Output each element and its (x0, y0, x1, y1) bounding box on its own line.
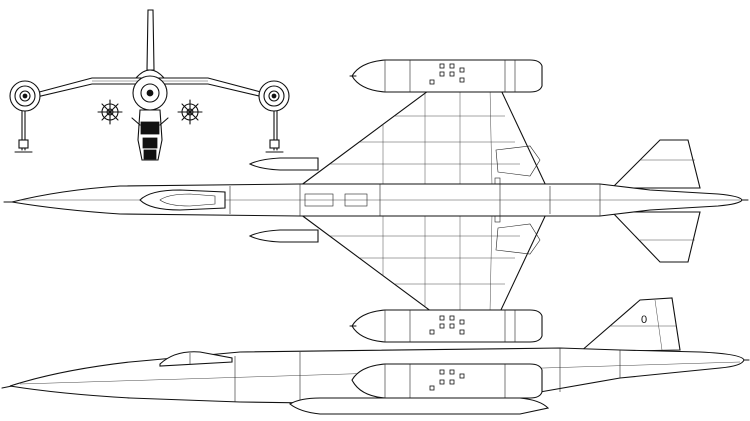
front-left-store (97, 99, 123, 125)
side-ventral-missile (289, 397, 550, 415)
plan-lower-missile (248, 229, 319, 243)
plan-canopy (139, 189, 226, 211)
front-view (9, 9, 290, 161)
plan-view (3, 59, 749, 343)
front-right-engine (258, 80, 290, 153)
side-view: 0 (1, 297, 750, 415)
fin-marking: 0 (641, 314, 647, 326)
side-fin (578, 297, 681, 353)
side-nacelle (351, 363, 543, 399)
front-right-store (177, 99, 203, 125)
front-fin (146, 9, 155, 71)
plan-lower-nacelle (349, 309, 543, 343)
plan-upper-wing (298, 87, 549, 191)
plan-upper-missile (248, 157, 319, 171)
side-canopy (159, 351, 233, 367)
plan-upper-tailplane (610, 139, 701, 189)
plan-lower-tailplane (610, 211, 701, 263)
front-left-engine (9, 80, 41, 153)
plan-upper-nacelle (349, 59, 543, 93)
plan-lower-wing (298, 209, 549, 313)
